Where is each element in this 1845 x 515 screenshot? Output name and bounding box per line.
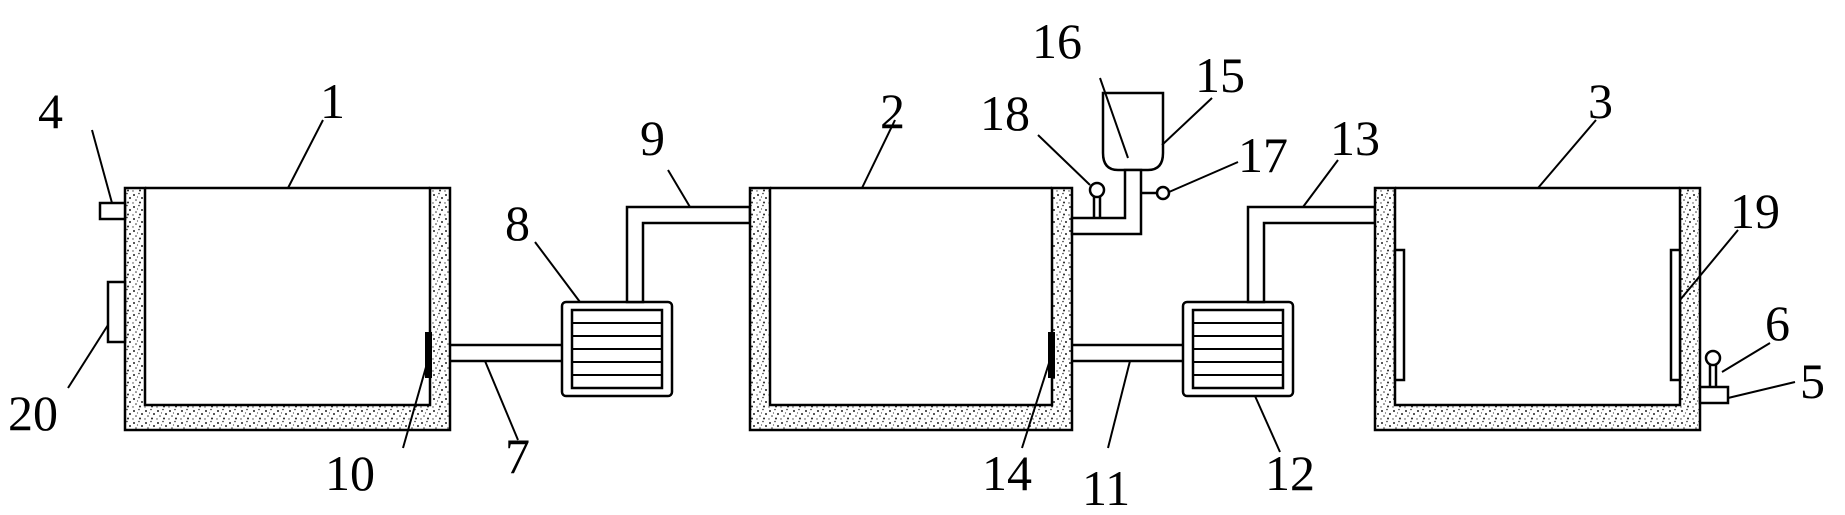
valve-18 — [1088, 181, 1106, 218]
valve-17 — [1141, 185, 1171, 201]
label-16: 16 — [1032, 13, 1082, 69]
label-18: 18 — [980, 85, 1030, 141]
pipe-7 — [450, 343, 562, 363]
tank-3 — [1373, 186, 1702, 432]
label-1: 1 — [320, 73, 345, 129]
pump-12 — [1181, 300, 1295, 398]
feed-pipe-16 — [1070, 168, 1143, 236]
label-4: 4 — [38, 83, 63, 139]
label-20: 20 — [8, 385, 58, 441]
label-9: 9 — [640, 110, 665, 166]
heater-plate-19-left — [1393, 248, 1406, 382]
filter-plate-10 — [425, 332, 432, 378]
label-14: 14 — [982, 445, 1032, 501]
label-8: 8 — [505, 195, 530, 251]
label-17: 17 — [1238, 127, 1288, 183]
tank-1 — [123, 186, 452, 432]
label-2: 2 — [880, 83, 905, 139]
label-10: 10 — [325, 445, 375, 501]
label-19: 19 — [1730, 183, 1780, 239]
label-5: 5 — [1800, 353, 1825, 409]
label-7: 7 — [505, 428, 530, 484]
leader-lines — [67, 77, 1796, 453]
filter-plate-14 — [1048, 332, 1055, 378]
control-box-20 — [106, 280, 127, 344]
label-3: 3 — [1588, 73, 1613, 129]
label-15: 15 — [1195, 47, 1245, 103]
pipe-13 — [1246, 205, 1377, 304]
dosing-hopper-15 — [1101, 91, 1165, 172]
label-13: 13 — [1330, 110, 1380, 166]
pipe-11 — [1072, 343, 1183, 363]
tank-2 — [748, 186, 1074, 432]
valve-6 — [1704, 349, 1722, 387]
label-6: 6 — [1765, 295, 1790, 351]
inlet-pipe-4 — [98, 201, 127, 221]
heater-plate-19-right — [1669, 248, 1682, 382]
outlet-pipe-5 — [1698, 385, 1730, 405]
pipe-9 — [625, 205, 752, 304]
pump-8 — [560, 300, 674, 398]
label-11: 11 — [1082, 460, 1130, 515]
label-12: 12 — [1265, 445, 1315, 501]
